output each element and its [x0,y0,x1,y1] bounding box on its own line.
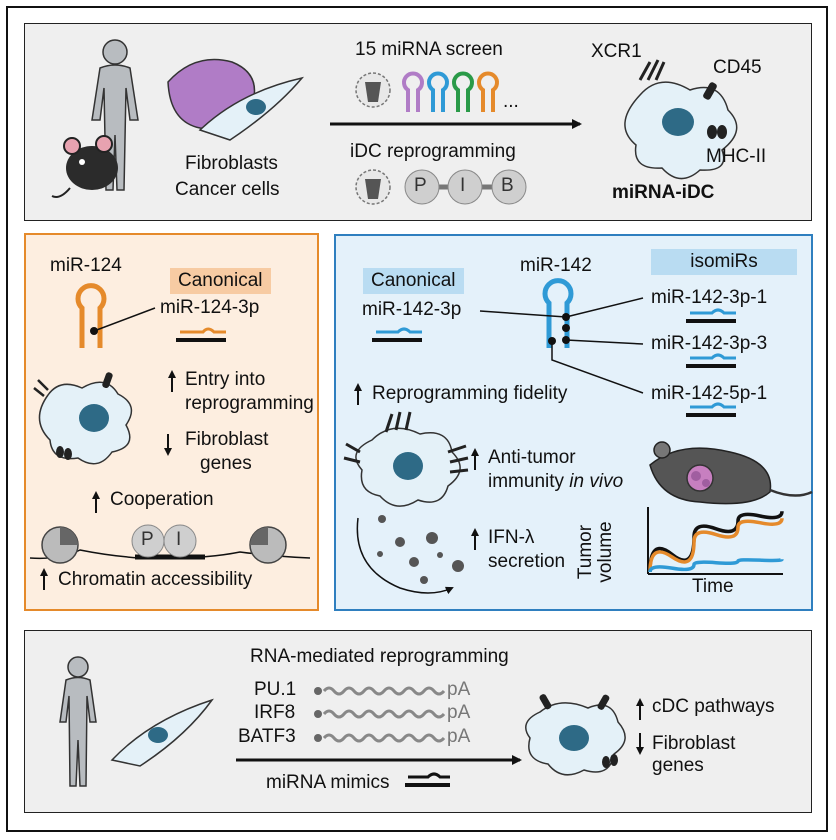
tf-letter-i: I [460,175,466,196]
mimics-label: miRNA mimics [266,772,390,793]
chart-x-label: Time [692,576,734,597]
mir124-3p-label: miR-124-3p [160,297,260,318]
isomir-3-label: miR-142-5p-1 [651,383,768,404]
secretion-arrow [356,517,454,595]
mir142-hairpin [542,278,574,348]
mir142-label: miR-142 [520,255,592,276]
cdc-cell-icon [525,694,626,776]
source-cells-fibroblasts: Fibroblasts [185,153,278,174]
effect-fibroblast-2: Fibroblast [652,733,736,754]
duplex-isomir-1 [686,308,736,323]
effect-genes-2: genes [652,755,704,776]
chart-series-line-2 [648,517,784,573]
polya-3: pA [447,726,471,747]
cooperation-label: Cooperation [110,489,214,510]
immunity-line2: immunity in vivo [488,471,624,492]
chart-y-label: Tumor volume [575,521,616,583]
mir124-label: miR-124 [50,255,122,276]
tumor-mouse-icon [649,441,813,505]
tf-letter-p: P [414,175,427,196]
pib-beads [404,169,527,205]
marker-mhc2: MHC-II [706,146,767,167]
ifn-particles [377,515,464,584]
mir142-3p-label: miR-142-3p [362,299,462,320]
mimic-duplex-icon [405,772,450,787]
marker-cd45: CD45 [713,57,762,78]
mir142-panel [334,234,813,611]
method-label: iDC reprogramming [350,141,516,162]
virus-icon-2 [355,169,391,205]
effect-reprogramming: reprogramming [185,393,314,414]
nucleosome-i: I [176,529,182,550]
ifn-line1: IFN-λ [488,527,535,548]
chart-series-line-3 [648,557,784,573]
effect-fibroblast: Fibroblast [185,429,269,450]
marker-xcr1: XCR1 [591,41,642,62]
chart-series-line-1 [648,510,784,573]
idc-cell-icon [624,59,738,180]
dc-cell-orange [33,372,133,465]
effect-entry: Entry into [185,369,266,390]
mrna-strands [314,686,446,743]
effect-cdc: cDC pathways [652,696,775,717]
polya-2: pA [447,702,471,723]
duplex-icon [176,327,226,342]
screen-ellipsis: ... [503,91,519,112]
virus-icon [355,72,391,108]
nucleosome-p: P [141,529,154,550]
mirna-hairpins [402,71,499,112]
effect-genes: genes [200,453,252,474]
tf-letter-b: B [501,175,514,196]
tf-batf3: BATF3 [238,726,296,747]
rna-title: RNA-mediated reprogramming [250,646,509,667]
mouse-icon [51,135,118,198]
canonical-tag-124: Canonical [170,268,271,294]
mir124-hairpin [75,283,107,348]
fibroblast-icon-2 [110,698,214,767]
source-cells-cancer: Cancer cells [175,179,280,200]
chromatin-icon [29,524,311,564]
isomir-1-label: miR-142-3p-1 [651,287,768,308]
ifn-line2: secretion [488,551,566,572]
canonical-tag-142: Canonical [363,268,464,294]
tumor-volume-chart [647,507,784,575]
isomir-2-label: miR-142-3p-3 [651,333,768,354]
fibroblast-icon [198,76,305,141]
duplex-isomir-2 [686,353,736,368]
duplex-isomir-3 [686,402,736,417]
result-label: miRNA-iDC [612,182,715,203]
duplex-canonical-142 [372,327,422,342]
human-silhouette-icon-2 [59,656,97,787]
screen-label: 15 miRNA screen [355,39,503,60]
fidelity-label: Reprogramming fidelity [372,383,568,404]
isomirs-tag: isomiRs [651,249,797,275]
chromatin-label: Chromatin accessibility [58,569,253,590]
bottom-panel [24,630,812,813]
polya-1: pA [447,679,471,700]
immunity-line1: Anti-tumor [488,447,576,468]
dc-cell-blue [343,411,469,507]
tf-irf8: IRF8 [254,702,296,723]
tf-pu1: PU.1 [254,679,297,700]
